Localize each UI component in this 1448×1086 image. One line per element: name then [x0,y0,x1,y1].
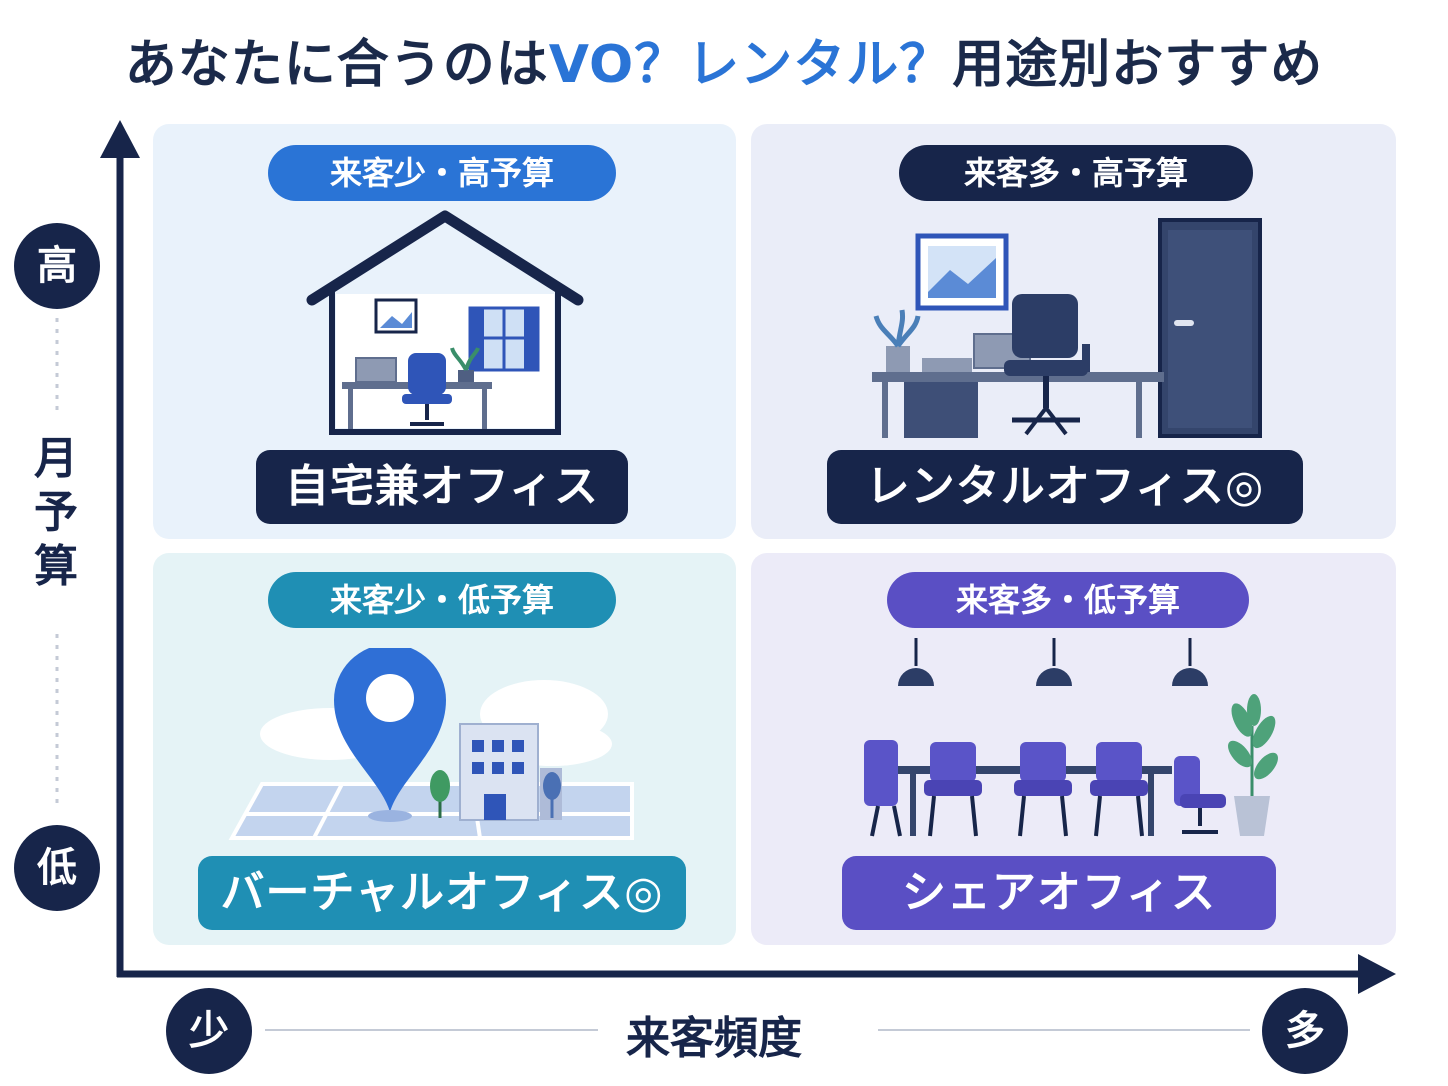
shared-meeting-table-icon [864,638,1278,837]
y-axis-high-badge: 高 [14,223,100,309]
x-axis-low-badge: 少 [166,988,252,1074]
y-axis-low-badge: 低 [14,825,100,911]
title-part3: 用途別おすすめ [952,35,1324,95]
tag-top-left: 来客少・高予算 [268,145,616,201]
tag-top-right: 来客多・高予算 [899,145,1253,201]
x-axis-arrow-icon [1358,954,1396,994]
page-title: あなたに合うのはVO？レンタル？用途別おすすめ [0,22,1448,97]
tag-bottom-left: 来客少・低予算 [268,572,616,628]
label-share-office: シェアオフィス [842,856,1276,930]
private-office-icon [872,218,1262,438]
x-axis-high-badge: 多 [1262,988,1348,1074]
y-axis-label: 月予算 [34,433,78,592]
label-rental-office: レンタルオフィス◎ [827,450,1303,524]
label-home-office: 自宅兼オフィス [256,450,628,524]
title-part1: あなたに合うのは [124,35,549,95]
title-highlight: VO？レンタル？ [548,35,953,95]
tag-bottom-right: 来客多・低予算 [887,572,1249,628]
house-office-icon [306,210,584,435]
map-pin-building-icon [228,648,634,840]
y-axis-arrow-icon [100,120,140,158]
label-virtual-office: バーチャルオフィス◎ [198,856,686,930]
x-axis-label: 来客頻度 [626,1013,802,1064]
